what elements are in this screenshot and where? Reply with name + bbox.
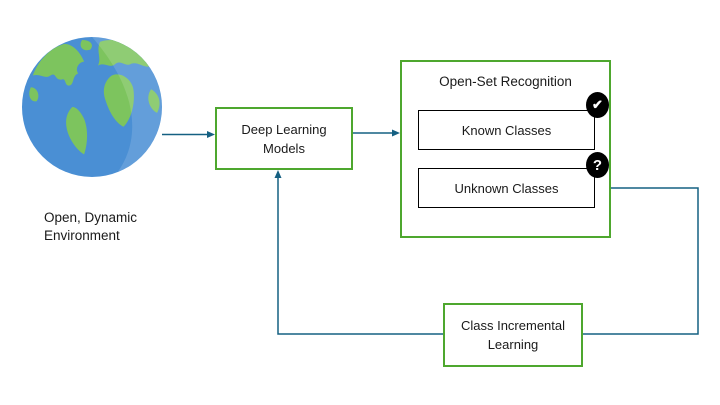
arrow-unknown-to-cil-to-dlm [277, 177, 699, 335]
known-classes-label: Known Classes [461, 122, 552, 138]
class-incremental-learning-box: Class Incremental Learning [443, 303, 583, 367]
known-classes-box: Known Classes [418, 110, 595, 150]
deep-learning-models-label: Deep Learning Models [241, 121, 327, 156]
globe-land-africa [103, 74, 134, 127]
arrowhead-environment-to-dlm [207, 131, 215, 138]
question-mark-badge-icon: ? [586, 152, 609, 178]
unknown-classes-box: Unknown Classes [418, 168, 595, 208]
open-set-recognition-title: Open-Set Recognition [439, 74, 572, 89]
globe-highlight [92, 36, 163, 173]
globe-icon [21, 36, 163, 178]
globe-land-asia-edge [148, 89, 160, 113]
environment-label: Open, Dynamic Environment [44, 210, 138, 243]
arrowhead-cil-to-dlm [274, 170, 282, 178]
checkmark-badge-icon: ✔ [586, 92, 609, 118]
globe-land-south-america [66, 107, 88, 155]
unknown-classes-label: Unknown Classes [454, 180, 559, 196]
globe-continents [29, 36, 163, 173]
arrowhead-dlm-to-osr [392, 129, 400, 137]
globe-land-west-coast [29, 87, 39, 102]
globe-land-greenland [80, 39, 92, 51]
deep-learning-models-box: Deep Learning Models [215, 107, 353, 170]
globe-land-eurasia [97, 39, 152, 67]
class-incremental-learning-label: Class Incremental Learning [460, 318, 566, 352]
globe-land-north-america [32, 43, 85, 86]
